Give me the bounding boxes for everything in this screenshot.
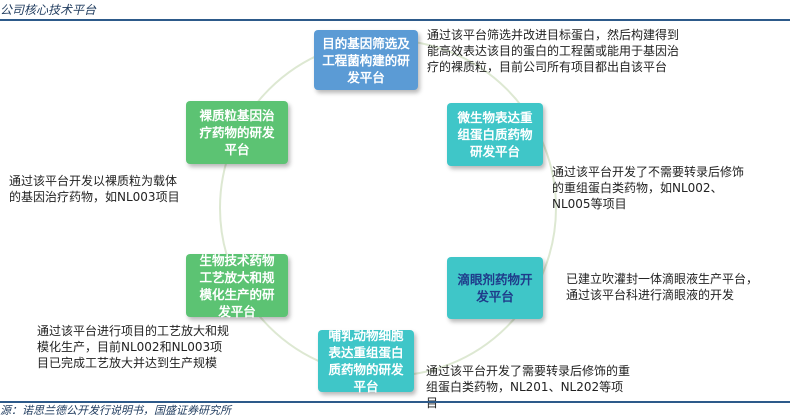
platform-box-mammalian-expression: 哺乳动物细胞表达重组蛋白质药物的研发平台	[318, 328, 414, 394]
platform-desc-mammalian-expression: 通过该平台开发了需要转录后修饰的重组蛋白类药物，NL201、NL202等项目	[426, 364, 631, 410]
report-footer: 源：诺思兰德公开发行说明书，国盛证券研究所	[0, 403, 790, 418]
ring-circle	[219, 39, 557, 377]
platform-desc-eye-drops: 已建立吹灌封一体滴眼液生产平台，通过该平台科进行滴眼液的开发	[566, 272, 759, 302]
platform-desc-gene-screening: 通过该平台筛选并改进目标蛋白，然后构建得到能高效表达该目的蛋白的工程菌或能用于基…	[427, 28, 680, 74]
report-header: 公司核心技术平台	[0, 0, 790, 20]
platform-box-naked-plasmid: 裸质粒基因治疗药物的研发平台	[186, 101, 288, 164]
platform-desc-microbial-expression: 通过该平台开发了不需要转录后修饰的重组蛋白类药物，如NL002、NL005等项目	[552, 165, 745, 211]
footer-rule	[0, 401, 790, 403]
platform-box-eye-drops: 滴眼剂药物开发平台	[447, 257, 543, 319]
platform-label-mammalian-expression: 哺乳动物细胞表达重组蛋白质药物的研发平台	[328, 328, 404, 394]
platform-label-naked-plasmid: 裸质粒基因治疗药物的研发平台	[199, 108, 275, 157]
platform-desc-process-scale-up: 通过该平台进行项目的工艺放大和规模化生产，目前NL002和NL003项目已完成工…	[37, 324, 230, 370]
platform-label-process-scale-up: 生物技术药物工艺放大和规模化生产的研发平台	[199, 252, 275, 319]
platform-box-process-scale-up: 生物技术药物工艺放大和规模化生产的研发平台	[186, 252, 288, 319]
platform-label-microbial-expression: 微生物表达重组蛋白质药物研发平台	[457, 110, 533, 159]
platform-desc-naked-plasmid: 通过该平台开发以裸质粒为载体的基因治疗药物，如NL003项目	[9, 174, 180, 204]
platform-box-microbial-expression: 微生物表达重组蛋白质药物研发平台	[447, 103, 543, 166]
platform-label-eye-drops: 滴眼剂药物开发平台	[457, 272, 533, 304]
header-rule	[0, 19, 790, 21]
footer-source: 源：诺思兰德公开发行说明书，国盛证券研究所	[0, 404, 231, 417]
platform-box-gene-screening: 目的基因筛选及工程菌构建的研发平台	[314, 30, 418, 90]
header-title: 公司核心技术平台	[0, 3, 97, 17]
platform-label-gene-screening: 目的基因筛选及工程菌构建的研发平台	[322, 35, 410, 85]
